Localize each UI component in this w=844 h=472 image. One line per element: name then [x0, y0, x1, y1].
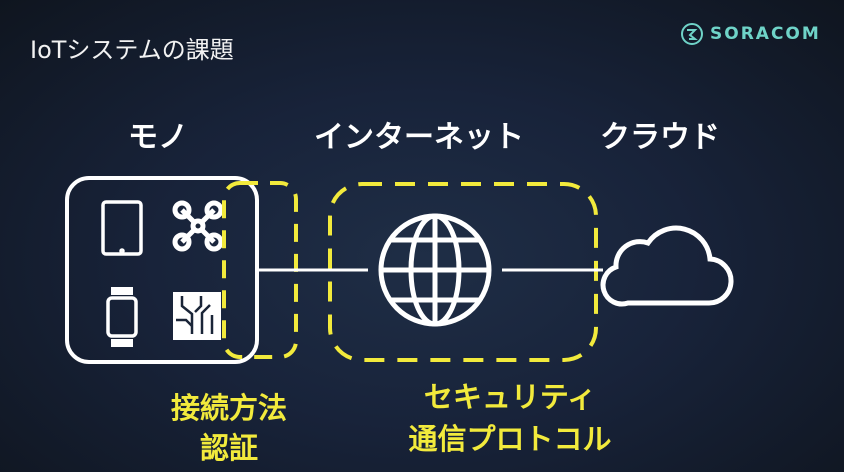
devices-box — [65, 176, 259, 364]
soracom-logo-icon — [681, 23, 703, 45]
issue-security: セキュリティ — [423, 380, 597, 414]
label-things: モノ — [128, 120, 188, 155]
globe-icon — [378, 213, 492, 327]
smartwatch-icon — [106, 287, 138, 347]
internet-issues: セキュリティ 通信プロトコル — [385, 376, 635, 460]
label-internet: インターネット — [314, 120, 524, 155]
slide-title: IoTシステムの課題 — [30, 36, 234, 64]
drone-icon — [172, 200, 224, 252]
label-cloud: クラウド — [600, 120, 720, 155]
issue-connection-method: 接続方法 — [170, 391, 287, 425]
internet-issue-box — [328, 182, 598, 362]
tablet-icon — [101, 200, 143, 256]
soracom-logo: SORACOM — [680, 22, 821, 46]
logo-text: SORACOM — [710, 24, 821, 44]
connection-issues: 接続方法 認証 — [158, 388, 300, 468]
issue-protocol: 通信プロトコル — [408, 422, 612, 456]
cloud-icon — [600, 225, 734, 307]
issue-authentication: 認証 — [199, 431, 258, 465]
sim-chip-icon — [173, 292, 221, 340]
